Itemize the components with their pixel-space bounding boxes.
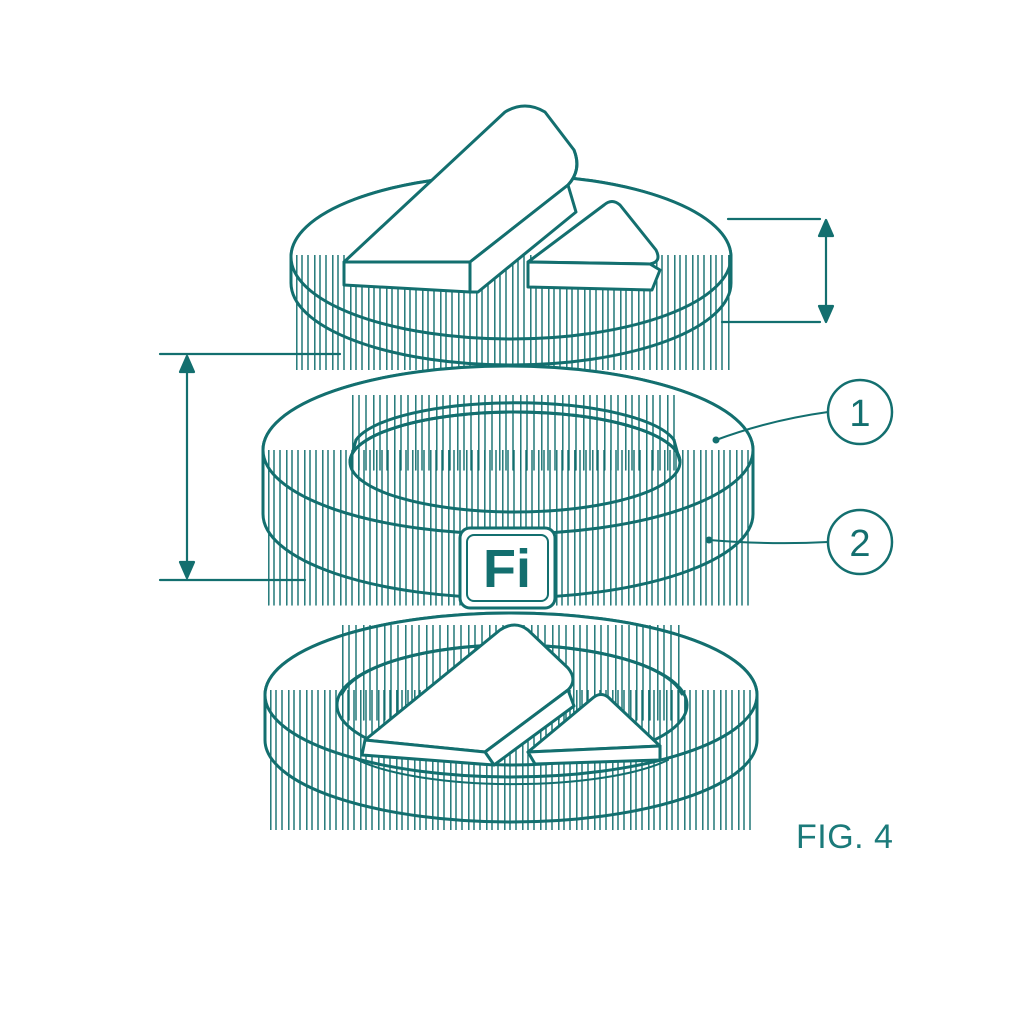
middle-ring-inner-hatching: [352, 395, 675, 471]
leader-dot-2: [705, 536, 713, 544]
bottom-disc-edge-hatching: [270, 690, 751, 830]
fi-logo-text: Fi: [483, 539, 531, 599]
callout-number-2: 2: [849, 523, 870, 565]
top-bar-tab: [342, 104, 579, 294]
fi-logo-badge: [458, 526, 557, 610]
bottom-triangle-tab: [526, 693, 662, 766]
callout-circle-1: [826, 378, 894, 446]
dimension-left: [158, 352, 342, 582]
figure-caption: FIG. 4: [796, 818, 894, 856]
bottom-bar-tab: [360, 623, 576, 767]
top-triangle-tab: [526, 200, 662, 292]
leader-dot-1: [712, 436, 720, 444]
dimension-right: [720, 217, 835, 324]
callout-leaders: [708, 411, 829, 545]
callout-circle-2: [826, 508, 894, 576]
callout-number-1: 1: [849, 393, 870, 435]
